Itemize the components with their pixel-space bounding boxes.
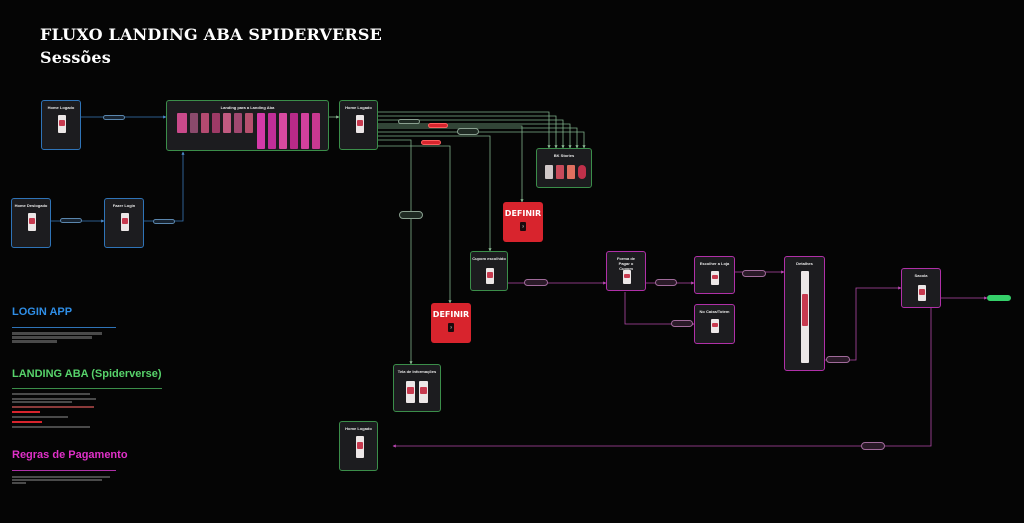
- edge-label-pill: [153, 219, 175, 224]
- define-title: DEFINIR: [504, 209, 542, 218]
- node-label: Cupom escolhido: [472, 256, 506, 261]
- node-label: Detalhes: [796, 261, 813, 266]
- edge-detalhes-sacola: [824, 286, 902, 361]
- node-cupom-escolhido[interactable]: Cupom escolhido: [470, 251, 508, 291]
- node-label: Fazer Login: [112, 203, 136, 208]
- node-label: Forma de Pagar o Cupom: [616, 256, 635, 271]
- node-label: Landing para a Landing Aba: [220, 105, 275, 110]
- node-bk-stories[interactable]: BK Stories: [536, 148, 592, 188]
- edge-label-pill: [671, 320, 693, 327]
- edge-label-pill: [428, 123, 448, 128]
- screen-thumb: [190, 113, 198, 133]
- edge-sacola-home3: [392, 308, 932, 448]
- section-title-login: LOGIN APP: [12, 306, 73, 318]
- node-forma-pagar[interactable]: Forma de Pagar o Cupom: [606, 251, 646, 291]
- screen-thumb: [545, 165, 553, 179]
- node-home-logado-2[interactable]: Home Logado: [339, 100, 378, 150]
- section-divider: [12, 470, 116, 471]
- screen-thumb: [268, 113, 276, 149]
- node-label: BK Stories: [553, 153, 575, 158]
- screen-thumb: [234, 113, 242, 133]
- question-card-icon: ?: [520, 222, 526, 231]
- edge-label-pill: [861, 442, 885, 450]
- define-title: DEFINIR: [432, 310, 470, 319]
- section-title-pagamento: Regras de Pagamento: [12, 449, 128, 461]
- flow-end-pill: [987, 295, 1011, 301]
- edge-label-pill: [457, 128, 479, 135]
- phone-screen-icon: [486, 268, 494, 284]
- node-sacola[interactable]: Sacola: [901, 268, 941, 308]
- node-fazer-login[interactable]: Fazer Login: [104, 198, 144, 248]
- edge-label-pill: [398, 119, 420, 124]
- screen-thumb: [556, 165, 564, 179]
- phone-screen-icon: [356, 436, 364, 458]
- section-text-login: [12, 332, 112, 343]
- section-divider: [12, 388, 162, 389]
- node-label: Sacola: [914, 273, 928, 278]
- page-title: FLUXO LANDING ABA SPIDERVERSE: [40, 25, 383, 44]
- node-label: No Caixa/Totem: [699, 309, 730, 314]
- screen-thumb: [567, 165, 575, 179]
- node-tela-informacoes[interactable]: Tela de Informações: [393, 364, 441, 412]
- node-label: Home Logado: [345, 426, 372, 431]
- edge-label-pill: [742, 270, 766, 277]
- edge-home2-info: [378, 139, 413, 365]
- screen-thumb: [257, 113, 265, 149]
- node-no-caixa[interactable]: No Caixa/Totem: [694, 304, 735, 344]
- screen-thumb: [177, 113, 187, 133]
- screen-thumb: [201, 113, 209, 133]
- screen-thumb: [212, 113, 220, 133]
- node-landing-aba[interactable]: Landing para a Landing Aba: [166, 100, 329, 151]
- edge-label-pill: [826, 356, 850, 363]
- node-label: Home Logado: [47, 105, 75, 110]
- phone-screen-icon: [419, 381, 428, 403]
- edge-label-pill: [103, 115, 125, 120]
- phone-screen-icon: [623, 270, 631, 284]
- edge-home2-define2: [378, 145, 452, 304]
- node-label: Tela de Informações: [397, 369, 437, 374]
- section-divider: [12, 327, 116, 328]
- phone-screen-icon: [121, 213, 129, 231]
- node-home-logado-1[interactable]: Home Logado: [41, 100, 81, 150]
- node-label: Home Deslogado: [14, 203, 48, 208]
- question-card-icon: ?: [448, 323, 454, 332]
- edge-label-pill: [655, 279, 677, 286]
- phone-screen-icon: [918, 285, 926, 301]
- page-subtitle: Sessões: [40, 48, 112, 67]
- edge-login-landing: [143, 151, 185, 222]
- define-box-1[interactable]: DEFINIR ?: [503, 202, 543, 242]
- edge-label-pill: [524, 279, 548, 286]
- screen-thumb: [290, 113, 298, 149]
- edge-label-pill: [60, 218, 82, 223]
- phone-screen-icon: [356, 115, 364, 133]
- edge-label-pill: [421, 140, 441, 145]
- edge-home2-define1: [378, 125, 524, 203]
- phone-screen-icon: [711, 319, 719, 333]
- section-text-landing: [12, 393, 112, 428]
- screen-thumb: [578, 165, 586, 179]
- node-label: Escolher a Loja: [699, 261, 730, 266]
- define-box-2[interactable]: DEFINIR ?: [431, 303, 471, 343]
- edge-label-pill: [399, 211, 423, 219]
- node-home-deslogado[interactable]: Home Deslogado: [11, 198, 51, 248]
- screen-thumb: [279, 113, 287, 149]
- node-detalhes[interactable]: Detalhes: [784, 256, 825, 371]
- phone-screen-icon: [58, 115, 66, 133]
- node-home-logado-3[interactable]: Home Logado: [339, 421, 378, 471]
- section-title-landing: LANDING ABA (Spiderverse): [12, 368, 162, 380]
- screen-thumb: [245, 113, 253, 133]
- screen-thumb: [301, 113, 309, 149]
- node-label: Home Logado: [345, 105, 372, 110]
- phone-screen-icon: [406, 381, 415, 403]
- phone-screen-icon: [711, 271, 719, 285]
- node-escolher-loja[interactable]: Escolher a Loja: [694, 256, 735, 294]
- edge-home2-cupom: [378, 135, 492, 252]
- screen-thumb: [223, 113, 231, 133]
- section-text-pagamento: [12, 476, 112, 484]
- phone-screen-icon: [28, 213, 36, 231]
- screen-thumb: [312, 113, 320, 149]
- phone-screen-icon: [801, 271, 809, 363]
